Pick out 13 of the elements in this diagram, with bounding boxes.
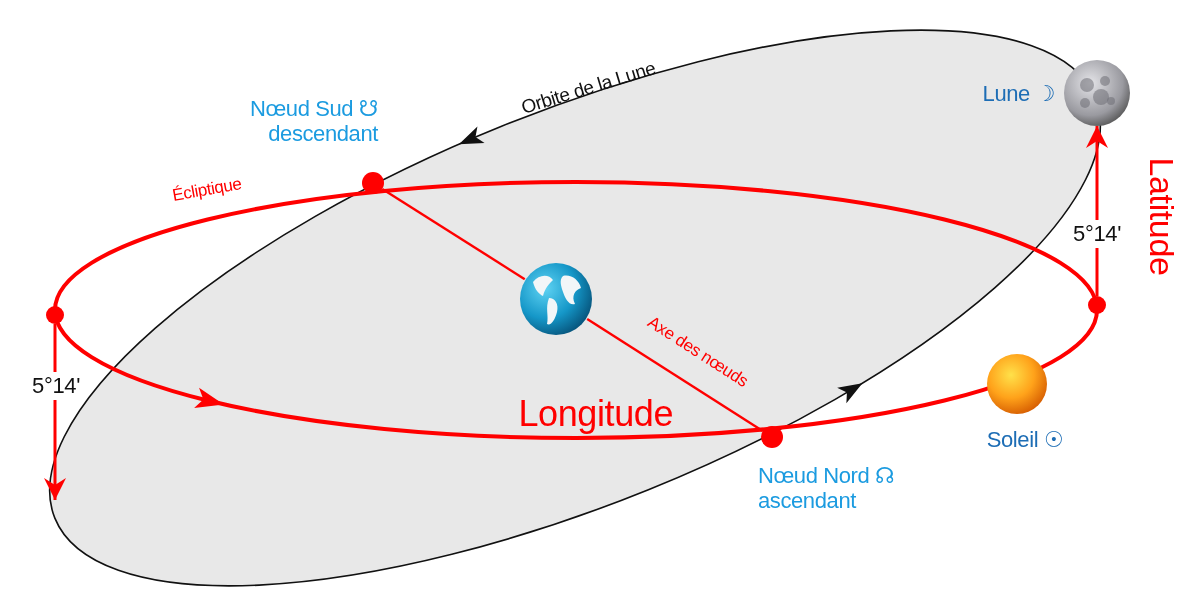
latitude-label: Latitude (1142, 157, 1182, 275)
earth-drawing (519, 262, 593, 336)
longitude-label: Longitude (518, 393, 674, 435)
axis-line (381, 187, 526, 281)
ecliptic-point (1088, 296, 1106, 314)
edge-label: 5°14' (1071, 220, 1124, 248)
edge-label: 5°14' (30, 372, 83, 400)
node-label: Lune ☽ (981, 81, 1055, 106)
node-label: Soleil ☉ (985, 427, 1065, 452)
node-label: Nœud Sud ☋ descendant (248, 96, 378, 146)
node-label: Nœud Nord ☊ ascendant (758, 463, 896, 513)
ecliptic-label: Écliptique (170, 174, 243, 206)
ecliptic-point (46, 306, 64, 324)
